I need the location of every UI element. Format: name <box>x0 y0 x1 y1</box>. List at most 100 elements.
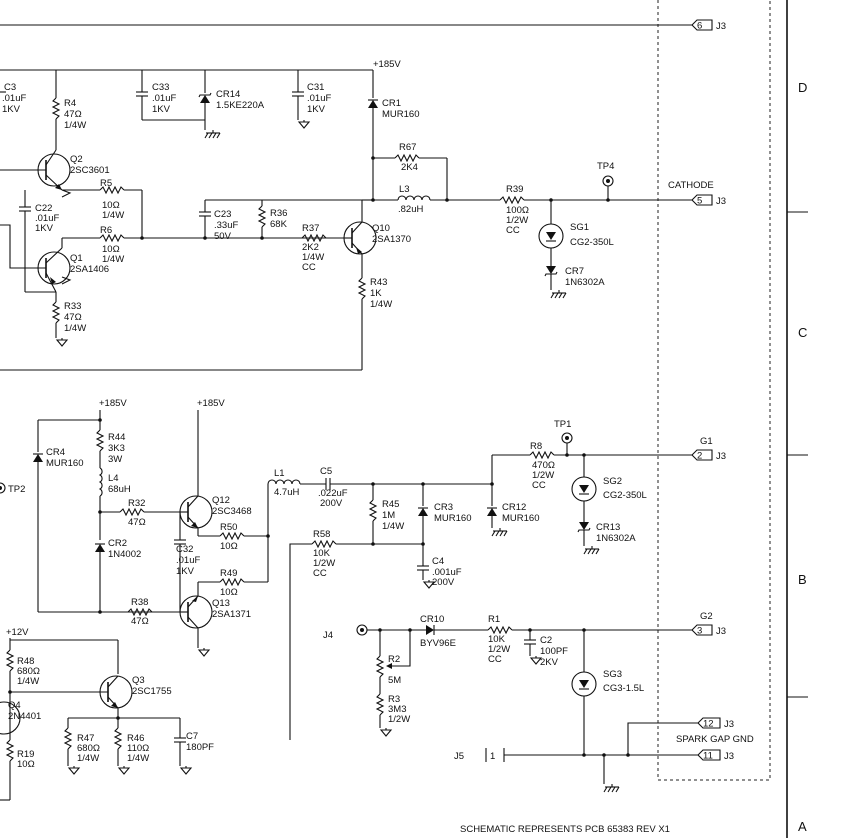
q10-ref: Q10 <box>372 223 390 234</box>
q13-ref: Q13 <box>212 598 230 609</box>
c31-ref: C31 <box>307 82 324 93</box>
r1-rating: 1/2W <box>488 644 510 655</box>
cr1-value: MUR160 <box>382 109 420 120</box>
cr14-value: 1.5KE220A <box>216 100 265 111</box>
tp2-label: TP2 <box>8 484 25 495</box>
r8-value: 470Ω <box>532 460 555 471</box>
g2-label: G2 <box>700 611 713 622</box>
r43-rating: 1/4W <box>370 299 392 310</box>
j3-pin-connector-name: J3 <box>724 751 734 762</box>
r32-value: 47Ω <box>128 517 146 528</box>
c2-value: 100PF <box>540 646 568 657</box>
j3-pin-number: 3 <box>697 626 702 637</box>
r4-rating: 1/4W <box>64 120 86 131</box>
cr4-ref: CR4 <box>46 447 65 458</box>
r49-ref: R49 <box>220 568 237 579</box>
connector-boundary <box>657 0 771 781</box>
c4-rating: 200V <box>432 577 455 588</box>
r45-ref: R45 <box>382 499 399 510</box>
r58-type: CC <box>313 568 327 579</box>
c4-value: .001uF <box>432 567 462 578</box>
r1-value: 10K <box>488 634 506 645</box>
q13-value: 2SA1371 <box>212 609 251 620</box>
c22-ref: C22 <box>35 203 52 214</box>
r33-value: 47Ω <box>64 312 82 323</box>
j3-pin-connector-name: J3 <box>724 719 734 730</box>
c2-ref: C2 <box>540 635 552 646</box>
c22-rating: 1KV <box>35 223 54 234</box>
g1-driver-circuit: +185V CR4 MUR160 R44 3K3 3W L4 68uH TP2 … <box>0 398 692 740</box>
c23-value: .33uF <box>214 220 238 231</box>
c32-ref: C32 <box>176 544 193 555</box>
sg3-value: CG3-1.5L <box>603 683 644 694</box>
j4-label: J4 <box>323 630 333 641</box>
c3-rating: 1KV <box>2 104 21 115</box>
l3-ref: L3 <box>399 184 410 195</box>
c32-value: .01uF <box>176 555 200 566</box>
r45-rating: 1/4W <box>382 521 404 532</box>
r1-ref: R1 <box>488 614 500 625</box>
r48-value: 680Ω <box>17 666 40 677</box>
r43-ref: R43 <box>370 277 387 288</box>
j5-pin: 1 <box>490 751 495 762</box>
c5-rating: 200V <box>320 498 343 509</box>
j3-pin-connector-name: J3 <box>716 196 726 207</box>
r37-rating: 1/4W <box>302 252 324 263</box>
r44-ref: R44 <box>108 432 125 443</box>
r67-ref: R67 <box>399 142 416 153</box>
cr4-value: MUR160 <box>46 458 84 469</box>
r67-value: 2K4 <box>401 162 418 173</box>
g1-label: G1 <box>700 436 713 447</box>
tp4-label: TP4 <box>597 161 614 172</box>
r39-type: CC <box>506 225 520 236</box>
q2-ref: Q2 <box>70 154 83 165</box>
cr10-ref: CR10 <box>420 614 444 625</box>
cr10-value: BYV96E <box>420 638 456 649</box>
r5-rating: 1/4W <box>102 210 124 221</box>
c33-value: .01uF <box>152 93 176 104</box>
sg3-ref: SG3 <box>603 669 622 680</box>
rail-label: +185V <box>373 59 401 70</box>
r8-type: CC <box>532 480 546 491</box>
c7-value: 180PF <box>186 742 214 753</box>
c31-rating: 1KV <box>307 104 326 115</box>
r38-ref: R38 <box>131 597 148 608</box>
r33-ref: R33 <box>64 301 81 312</box>
r58-rating: 1/2W <box>313 558 335 569</box>
j3-pin-number: 11 <box>703 751 713 762</box>
q3-value: 2SC1755 <box>132 686 172 697</box>
q1-value: 2SA1406 <box>70 264 109 275</box>
rail-label: +185V <box>197 398 225 409</box>
cr7-ref: CR7 <box>565 266 584 277</box>
r50-value: 10Ω <box>220 541 238 552</box>
cr1-ref: CR1 <box>382 98 401 109</box>
spark-gap-gnd-label: SPARK GAP GND <box>676 734 754 745</box>
cr7-value: 1N6302A <box>565 277 605 288</box>
r39-ref: R39 <box>506 184 523 195</box>
l4-ref: L4 <box>108 473 119 484</box>
sg2-ref: SG2 <box>603 476 622 487</box>
zone-label-c: C <box>798 325 807 340</box>
r5-value: 10Ω <box>102 200 120 211</box>
r46-rating: 1/4W <box>127 753 149 764</box>
r4-ref: R4 <box>64 98 76 109</box>
cr13-value: 1N6302A <box>596 533 636 544</box>
c33-ref: C33 <box>152 82 169 93</box>
c2-rating: 2KV <box>540 657 559 668</box>
c4-ref: C4 <box>432 556 444 567</box>
j3-pin-connector-name: J3 <box>716 451 726 462</box>
cr2-ref: CR2 <box>108 538 127 549</box>
c5-ref: C5 <box>320 466 332 477</box>
r47-rating: 1/4W <box>77 753 99 764</box>
footer-note: SCHEMATIC REPRESENTS PCB 65383 REV X1 <box>460 824 670 835</box>
c32-rating: 1KV <box>176 566 195 577</box>
r19-value: 10Ω <box>17 759 35 770</box>
r6-ref: R6 <box>100 225 112 236</box>
r39-rating: 1/2W <box>506 215 528 226</box>
r48-ref: R48 <box>17 656 34 667</box>
r19-ref: R19 <box>17 749 34 760</box>
r37-ref: R37 <box>302 223 319 234</box>
j3-pin-number: 6 <box>697 21 702 32</box>
r44-rating: 3W <box>108 454 122 465</box>
